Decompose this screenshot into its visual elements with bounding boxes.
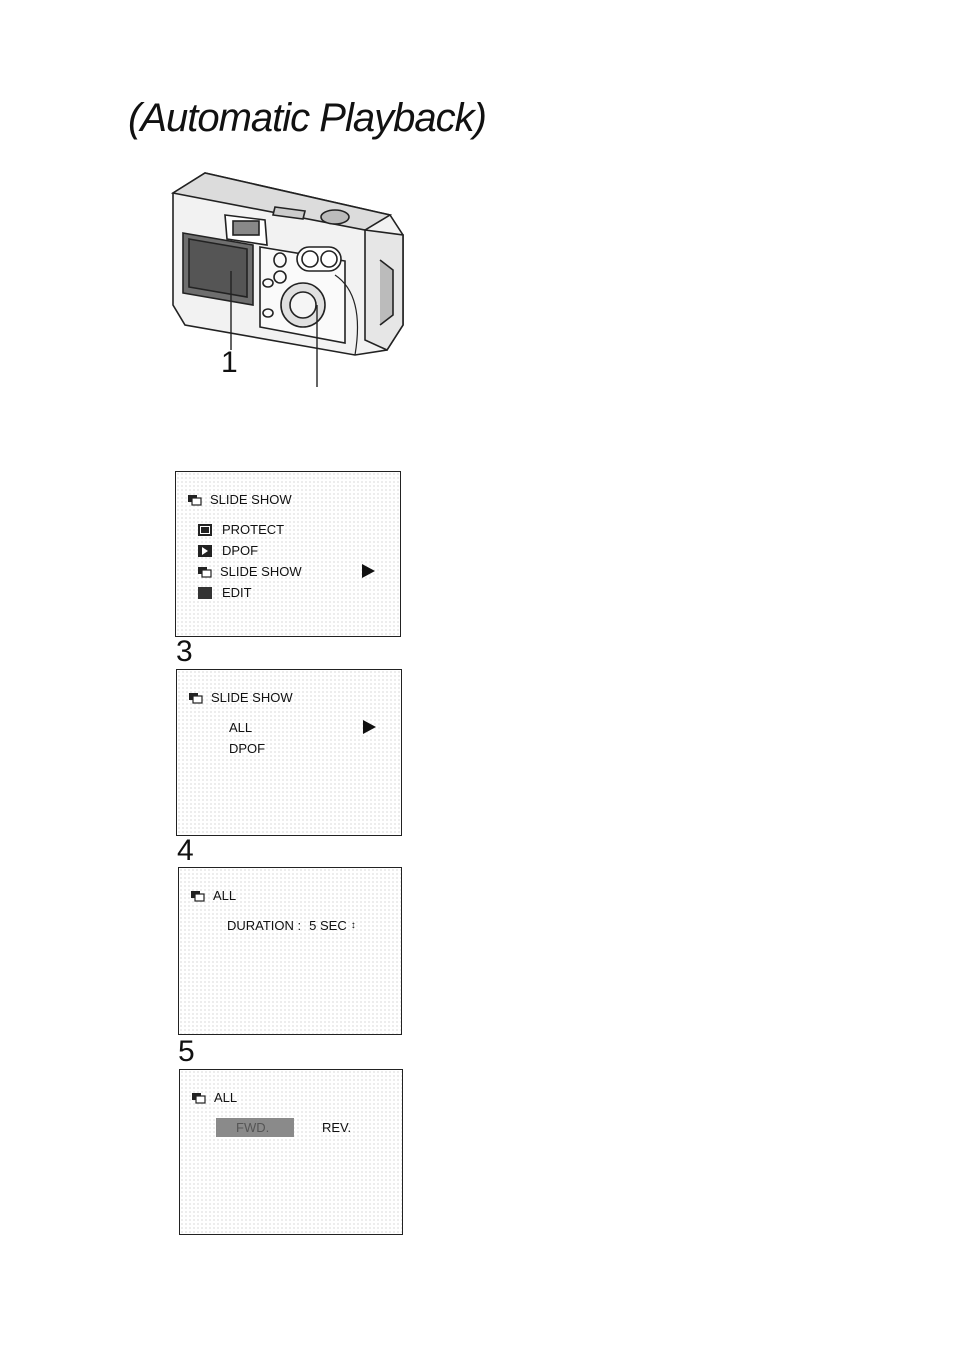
screen-title: ALL: [191, 888, 236, 903]
step-number: 5: [178, 1037, 195, 1067]
slideshow-icon: [188, 494, 202, 505]
dpof-icon: [198, 545, 212, 557]
screen-title-text: ALL: [214, 1090, 237, 1105]
menu-item-edit[interactable]: EDIT: [198, 585, 252, 600]
option-fwd[interactable]: FWD.: [236, 1120, 269, 1135]
camera-illustration: [165, 165, 410, 390]
menu-item-label: PROTECT: [222, 522, 284, 537]
menu-item-label: ALL: [229, 720, 252, 735]
slideshow-icon: [189, 692, 203, 703]
right-arrow-icon: [362, 564, 375, 578]
screen-title-text: ALL: [213, 888, 236, 903]
duration-value: 5 SEC: [309, 918, 347, 933]
duration-label: DURATION :: [227, 918, 301, 933]
page-title: (Automatic Playback): [128, 96, 486, 141]
menu-item-label: SLIDE SHOW: [220, 564, 302, 579]
option-label: REV.: [322, 1120, 351, 1135]
menu-item-label: DPOF: [222, 543, 258, 558]
screen-title: ALL: [192, 1090, 237, 1105]
option-label: FWD.: [236, 1120, 269, 1135]
menu-item-all[interactable]: ALL: [229, 720, 252, 735]
menu-screen-duration: ALL DURATION : 5 SEC ↕: [178, 867, 402, 1035]
screen-title-text: SLIDE SHOW: [210, 492, 292, 507]
screen-title: SLIDE SHOW: [189, 690, 293, 705]
menu-item-dpof[interactable]: DPOF: [229, 741, 265, 756]
slideshow-icon: [191, 890, 205, 901]
screen-title-text: SLIDE SHOW: [211, 690, 293, 705]
menu-screen-playback: SLIDE SHOW PROTECT DPOF SLIDE SHOW EDIT: [175, 471, 401, 637]
menu-item-slide-show[interactable]: SLIDE SHOW: [198, 564, 302, 579]
step-number: 4: [177, 836, 194, 866]
callout-label-1: 1: [221, 348, 238, 378]
up-down-icon: ↕: [351, 920, 356, 931]
menu-screen-direction: ALL FWD. REV.: [179, 1069, 403, 1235]
menu-screen-slide-show: SLIDE SHOW ALL DPOF: [176, 669, 402, 836]
screen-title: SLIDE SHOW: [188, 492, 292, 507]
menu-item-protect[interactable]: PROTECT: [198, 522, 284, 537]
edit-icon: [198, 587, 212, 599]
menu-item-label: EDIT: [222, 585, 252, 600]
step-number: 3: [176, 637, 193, 667]
option-rev[interactable]: REV.: [322, 1120, 351, 1135]
menu-item-dpof[interactable]: DPOF: [198, 543, 258, 558]
protect-icon: [198, 524, 212, 536]
menu-item-label: DPOF: [229, 741, 265, 756]
slideshow-icon: [192, 1092, 206, 1103]
slideshow-icon: [198, 566, 212, 577]
right-arrow-icon: [363, 720, 376, 734]
duration-setting[interactable]: DURATION : 5 SEC ↕: [227, 918, 356, 933]
